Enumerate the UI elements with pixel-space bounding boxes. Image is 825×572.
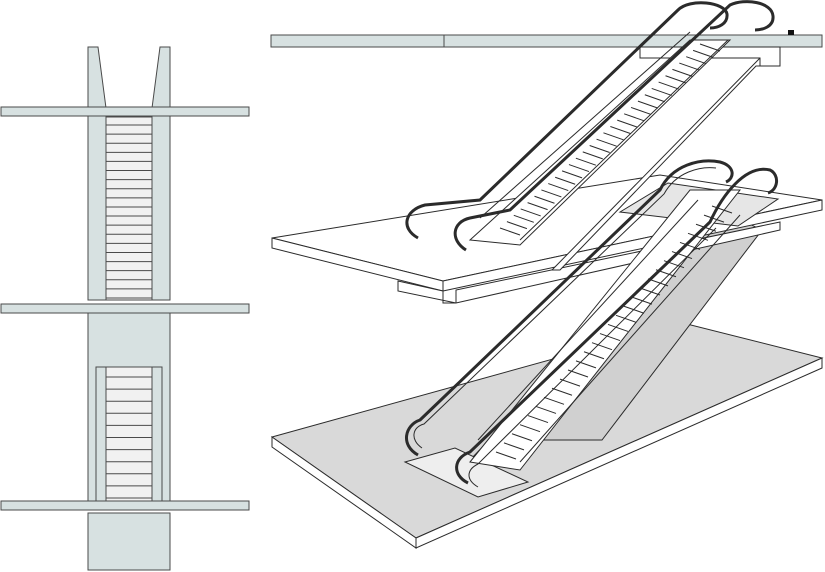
lower-landing-pit bbox=[403, 447, 530, 498]
upper-steps bbox=[106, 124, 152, 299]
isometric-step-line bbox=[607, 323, 629, 332]
isometric-step-line bbox=[644, 94, 665, 103]
isometric-step-line bbox=[615, 314, 637, 323]
isometric-step-line bbox=[637, 100, 659, 109]
isometric-step-line bbox=[623, 113, 645, 122]
slab-level-1 bbox=[0, 500, 250, 511]
isometric-step-line bbox=[499, 227, 521, 236]
isometric-step-line bbox=[555, 176, 576, 185]
isometric-step-line bbox=[511, 433, 533, 442]
upper-escalator-body bbox=[468, 39, 732, 246]
isometric-step-line bbox=[596, 138, 617, 147]
isometric-step-line bbox=[665, 75, 686, 84]
lower-balustrade-left bbox=[477, 199, 699, 441]
isometric-step-line bbox=[559, 378, 581, 387]
isometric-step-line bbox=[503, 442, 525, 451]
isometric-step-line bbox=[575, 157, 597, 166]
isometric-step-line bbox=[658, 81, 679, 90]
slab-level-2 bbox=[0, 303, 250, 314]
slab-level-3 bbox=[0, 106, 250, 117]
isometric-step-line bbox=[589, 145, 610, 153]
isometric-step-line bbox=[631, 296, 653, 305]
lower-right-handrail-inner bbox=[468, 227, 717, 488]
ground-floor-edge-right bbox=[415, 357, 823, 549]
isometric-step-line bbox=[679, 241, 701, 250]
lower-right-handrail bbox=[455, 167, 778, 485]
isometric-step-line bbox=[513, 214, 534, 223]
lower-left-inner-wall bbox=[95, 366, 107, 503]
isometric-step-line bbox=[679, 62, 700, 71]
isometric-step-line bbox=[561, 170, 583, 179]
isometric-step-line bbox=[583, 351, 605, 360]
isometric-step-line bbox=[591, 342, 613, 351]
isometric-step-line bbox=[495, 451, 517, 460]
lower-right-inner-wall bbox=[151, 366, 163, 503]
isometric-step-line bbox=[534, 195, 555, 204]
isometric-step-line bbox=[603, 132, 624, 141]
isometric-step-line bbox=[551, 387, 573, 396]
isometric-step-line bbox=[535, 405, 557, 414]
upper-escalator-steps bbox=[499, 43, 721, 236]
isometric-step-line bbox=[568, 164, 590, 173]
isometric-step-line bbox=[543, 396, 565, 405]
isometric-step-line bbox=[651, 87, 672, 96]
elevation-view bbox=[0, 46, 250, 571]
pit-block bbox=[87, 512, 171, 571]
isometric-step-line bbox=[610, 126, 631, 134]
isometric-step-line bbox=[506, 221, 528, 230]
isometric-step-line bbox=[711, 205, 733, 214]
isometric-step-line bbox=[582, 151, 603, 160]
isometric-step-line bbox=[699, 43, 721, 52]
lower-escalator-steps bbox=[495, 205, 733, 460]
upper-right-handrail bbox=[453, 0, 775, 252]
isometric-step-line bbox=[630, 106, 652, 115]
isometric-step-line bbox=[692, 49, 714, 58]
isometric-step-line bbox=[527, 415, 549, 424]
isometric-step-line bbox=[599, 333, 621, 342]
top-floor-marker bbox=[788, 30, 794, 35]
upper-balustrade-right bbox=[519, 39, 729, 241]
isometric-step-line bbox=[639, 287, 661, 296]
upper-balustrade-left bbox=[479, 31, 691, 219]
upper-left-wall bbox=[87, 46, 107, 301]
upper-escalator bbox=[405, 0, 775, 252]
isometric-view bbox=[270, 0, 824, 549]
isometric-step-line bbox=[541, 189, 562, 198]
isometric-step-line bbox=[519, 424, 541, 433]
lower-balustrade-right bbox=[519, 214, 741, 463]
isometric-step-line bbox=[703, 214, 725, 223]
isometric-step-line bbox=[575, 360, 597, 369]
upper-left-handrail bbox=[405, 1, 729, 240]
isometric-step-line bbox=[548, 183, 569, 192]
lower-left-handrail bbox=[405, 159, 734, 457]
lower-steps bbox=[106, 376, 152, 499]
isometric-step-line bbox=[686, 56, 707, 65]
isometric-step-line bbox=[520, 208, 541, 217]
upper-right-wall bbox=[151, 46, 171, 301]
isometric-step-line bbox=[527, 202, 548, 211]
lower-left-handrail-inner bbox=[413, 167, 717, 449]
isometric-step-line bbox=[671, 251, 693, 260]
lower-escalator bbox=[405, 159, 778, 488]
top-floor-slab bbox=[270, 34, 823, 48]
upper-step-channel bbox=[105, 116, 153, 301]
isometric-step-line bbox=[672, 68, 693, 77]
lower-step-channel bbox=[105, 366, 153, 503]
isometric-step-line bbox=[617, 119, 638, 128]
